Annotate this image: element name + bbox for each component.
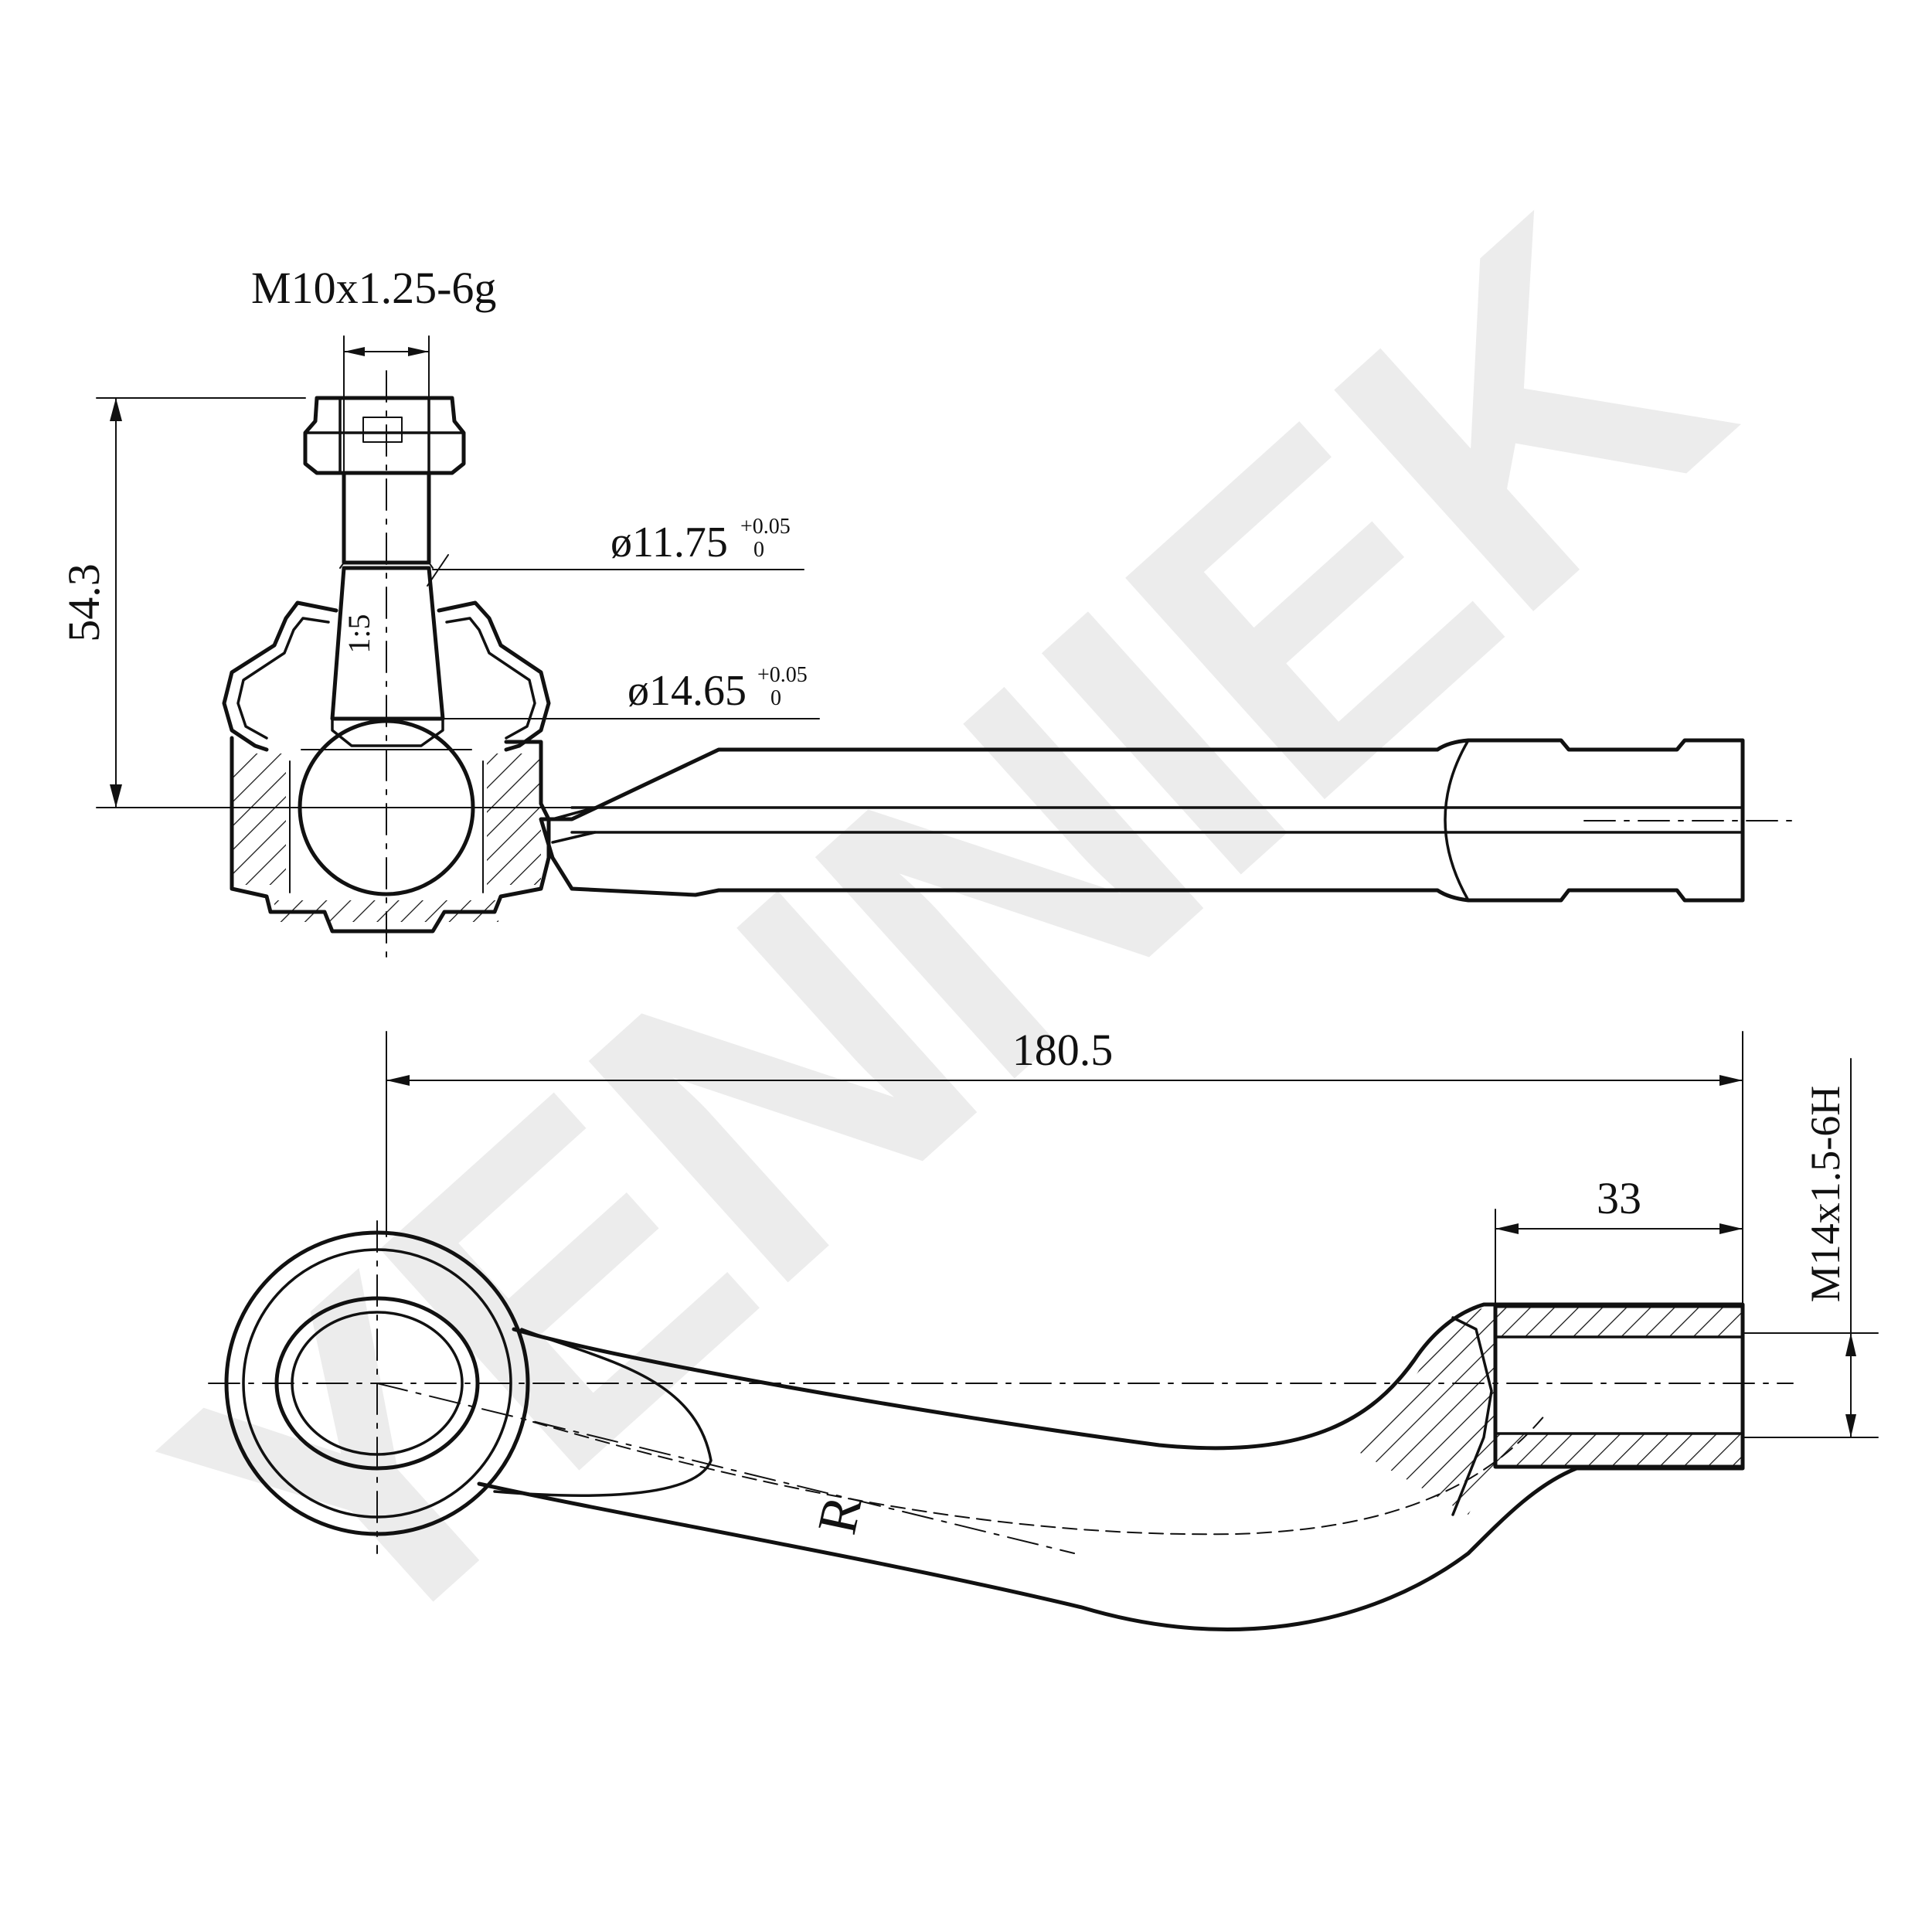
nut bbox=[303, 396, 466, 475]
dia-large-label: ø14.65 bbox=[628, 667, 747, 715]
thread-section-bottom bbox=[1495, 1434, 1743, 1467]
thread-depth-label: 33 bbox=[1597, 1173, 1641, 1223]
side-mark-label: R bbox=[805, 1490, 873, 1539]
height-label: 54.3 bbox=[59, 563, 109, 642]
dia-small-tol-lower: 0 bbox=[753, 538, 764, 562]
dia-large-tol-upper: +0.05 bbox=[757, 663, 808, 687]
neck-section bbox=[1360, 1306, 1495, 1515]
housing-section-left bbox=[232, 753, 286, 885]
plan-view bbox=[208, 1031, 1879, 1632]
arm-body bbox=[477, 1302, 1745, 1632]
taper-label: 1:5 bbox=[342, 614, 376, 653]
side-view bbox=[96, 335, 1794, 959]
thread-top-label: M10x1.25-6g bbox=[251, 263, 496, 313]
dia-large-tol-lower: 0 bbox=[770, 686, 781, 710]
housing-section-right bbox=[487, 753, 541, 885]
dia-small-label: ø11.75 bbox=[611, 519, 728, 566]
dia-small-tol-upper: +0.05 bbox=[740, 515, 791, 539]
arm-web bbox=[493, 1328, 713, 1497]
dust-boot bbox=[222, 600, 338, 752]
length-label: 180.5 bbox=[1012, 1025, 1114, 1075]
thread-section-top bbox=[1495, 1306, 1743, 1337]
arm-shaft bbox=[539, 738, 1745, 903]
thread-side-label: M14x1.5-6H bbox=[1802, 1086, 1849, 1303]
